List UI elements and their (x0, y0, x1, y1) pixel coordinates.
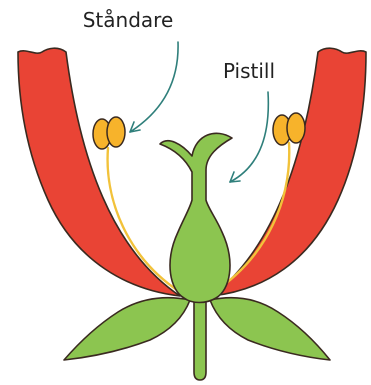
stem (194, 300, 206, 380)
anther-left (93, 117, 125, 149)
sepal-left (64, 298, 190, 360)
pistil-arrow (230, 92, 268, 182)
sepal-right (210, 298, 330, 360)
anther-right (273, 113, 305, 145)
pistil-label: Pistill (223, 59, 275, 83)
petal-left (18, 48, 180, 296)
stamen-arrow (130, 42, 178, 132)
pistil (160, 133, 232, 302)
stamen-label: Ståndare (83, 8, 174, 32)
